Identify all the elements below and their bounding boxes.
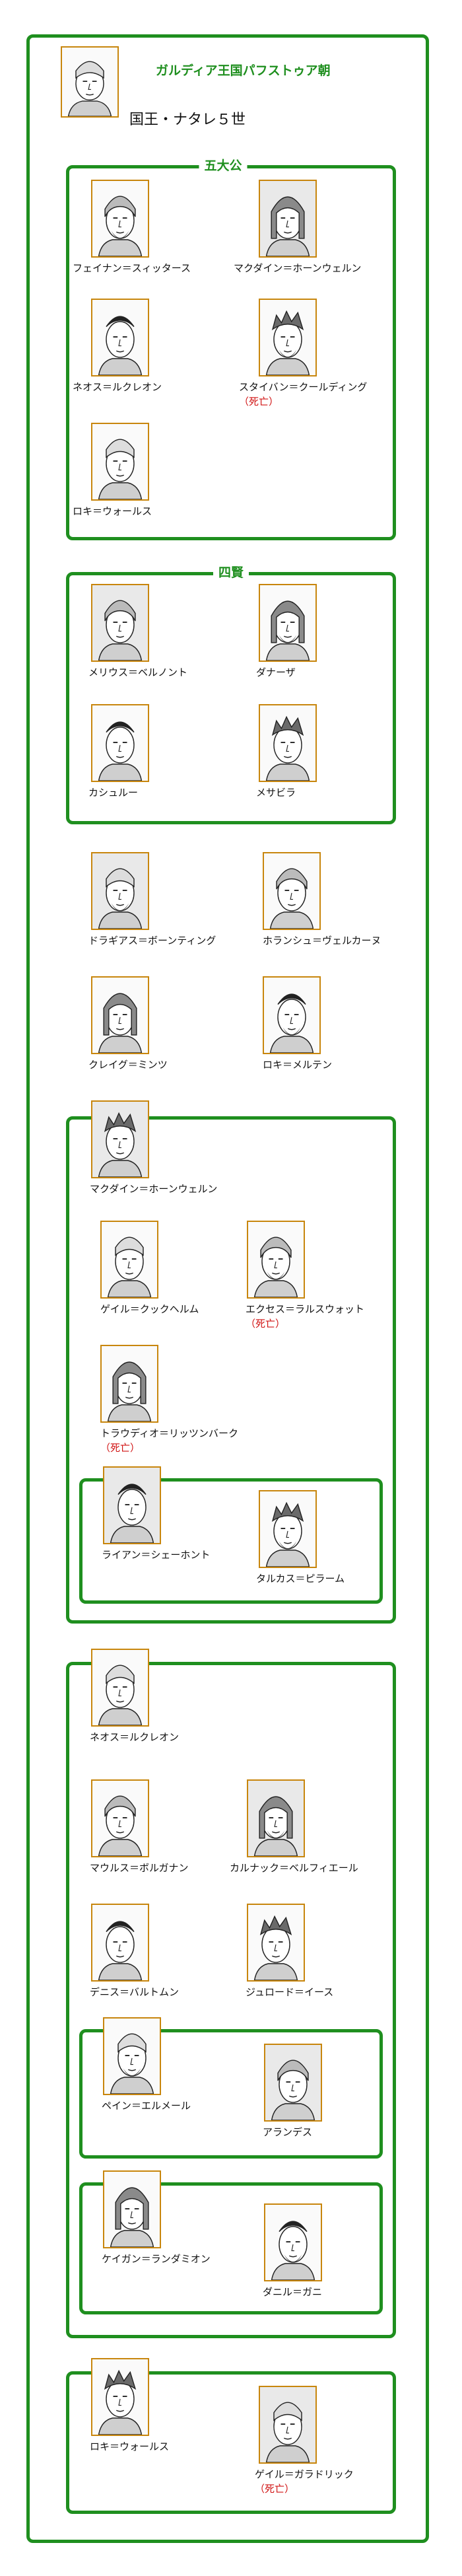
died-exes: （死亡） [246, 1318, 286, 1330]
name-horanshu: ホランシュ＝ヴェルカーヌ [263, 935, 381, 947]
four-sages-label: 四賢 [213, 563, 249, 581]
name-maurus: マウルス＝ボルガナン [90, 1862, 189, 1874]
neos-house-box [66, 1662, 396, 2338]
portrait-staiban [259, 299, 317, 376]
portrait-geil-galadric [259, 2386, 317, 2464]
portrait-melius [91, 584, 149, 662]
name-feinan: フェイナン＝スィッタース [73, 262, 191, 274]
name-kashuru: カシュルー [88, 787, 139, 799]
portrait-danaza [259, 584, 317, 662]
portrait-neos [91, 299, 149, 376]
ryan-sub-box [79, 1478, 383, 1604]
king-name: 国王・ナタレ５世 [129, 112, 246, 128]
name-loki: ロキ＝ウォールス [73, 505, 152, 517]
portrait-traudio [100, 1345, 158, 1423]
portrait-keigan [103, 2170, 161, 2248]
portrait-feinan [91, 180, 149, 258]
name-craig: クレイグ＝ミンツ [88, 1059, 168, 1071]
name-jurod: ジュロード＝イース [246, 1986, 334, 1998]
name-exes: エクセス＝ラルスウォット [246, 1303, 365, 1315]
portrait-loki-head [91, 2358, 149, 2436]
name-arandes: アランデス [263, 2126, 313, 2138]
died-traudio: （死亡） [100, 1442, 141, 1454]
portrait-maqdine-head [91, 1100, 149, 1178]
portrait-maurus [91, 1779, 149, 1857]
name-ryan: ライアン＝シェーホント [102, 1549, 211, 1561]
portrait-maqdine [259, 180, 317, 258]
name-loki-melten: ロキ＝メルテン [263, 1059, 333, 1071]
portrait-kashuru [91, 704, 149, 782]
outer-frame [26, 34, 429, 2543]
portrait-arandes [264, 2044, 322, 2122]
name-staiban: スタイバン＝クールディング [239, 381, 368, 393]
portrait-jurod [247, 1904, 305, 1982]
portrait-tarkas [259, 1490, 317, 1568]
name-mesabira: メサビラ [256, 787, 296, 799]
name-neos-head: ネオス＝ルクレオン [90, 1731, 180, 1743]
portrait-karnak [247, 1779, 305, 1857]
name-traudio: トラウディオ＝リッツンバーク [100, 1427, 238, 1439]
portrait-danil [264, 2203, 322, 2281]
name-maqdine-head: マクダイン＝ホーンウェルン [90, 1183, 218, 1195]
payne-sub-box [79, 2029, 383, 2159]
portrait-exes [247, 1221, 305, 1299]
name-tarkas: タルカス＝ピラーム [256, 1573, 345, 1585]
name-melius: メリウス＝ベルノント [88, 666, 188, 678]
name-danil: ダニル＝ガニ [263, 2286, 323, 2298]
king-portrait [61, 46, 119, 118]
portrait-horanshu [263, 852, 321, 930]
name-neos: ネオス＝ルクレオン [73, 381, 162, 393]
name-payne: ペイン＝エルメール [102, 2100, 191, 2112]
loki-house-box [66, 2371, 396, 2514]
portrait-geil [100, 1221, 158, 1299]
name-denis: デニス＝バルトムン [90, 1986, 180, 1998]
portrait-payne [103, 2017, 161, 2095]
name-geil-galadric: ゲイル＝ガラドリック [255, 2468, 354, 2480]
portrait-neos-head [91, 1649, 149, 1727]
portrait-loki [91, 423, 149, 501]
died-staiban: （死亡） [239, 396, 279, 408]
page-title: ガルディア王国パフストゥア朝 [156, 63, 331, 78]
portrait-loki-melten [263, 976, 321, 1054]
name-maqdine: マクダイン＝ホーンウェルン [234, 262, 362, 274]
portrait-denis [91, 1904, 149, 1982]
five-dukes-label: 五大公 [199, 156, 248, 174]
portrait-mesabira [259, 704, 317, 782]
died-geil-galadric: （死亡） [255, 2483, 295, 2495]
keigan-sub-box [79, 2182, 383, 2314]
name-karnak: カルナック＝ベルフィエール [230, 1862, 358, 1874]
portrait-dragias [91, 852, 149, 930]
name-loki-head: ロキ＝ウォールス [90, 2441, 170, 2452]
name-keigan: ケイガン＝ランダミオン [102, 2253, 211, 2265]
name-dragias: ドラギアス＝ボーンティング [88, 935, 216, 947]
name-danaza: ダナーザ [256, 666, 296, 678]
portrait-ryan [103, 1466, 161, 1544]
name-geil: ゲイル＝クックヘルム [100, 1303, 199, 1315]
portrait-craig [91, 976, 149, 1054]
maqdine-house-box [66, 1116, 396, 1624]
